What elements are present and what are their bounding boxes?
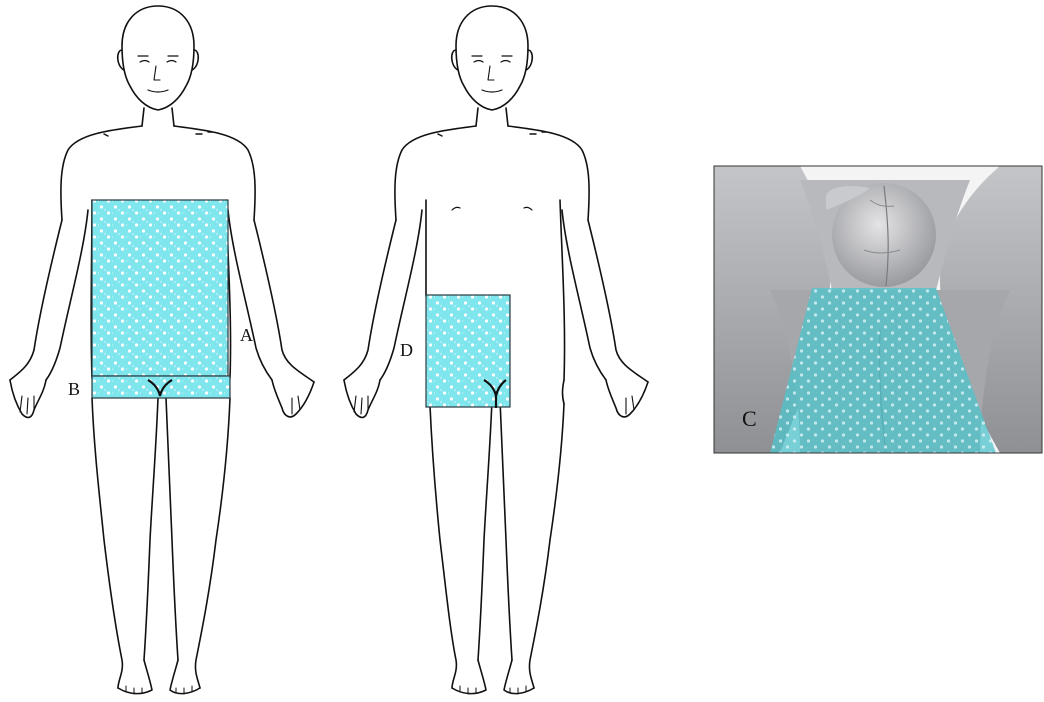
- label-b: B: [68, 380, 80, 398]
- label-a: A: [240, 326, 253, 344]
- region-a-torso-fill: [92, 200, 228, 376]
- label-d: D: [400, 341, 413, 359]
- label-c: C: [742, 408, 757, 430]
- anatomy-photo-panel: [714, 166, 1042, 453]
